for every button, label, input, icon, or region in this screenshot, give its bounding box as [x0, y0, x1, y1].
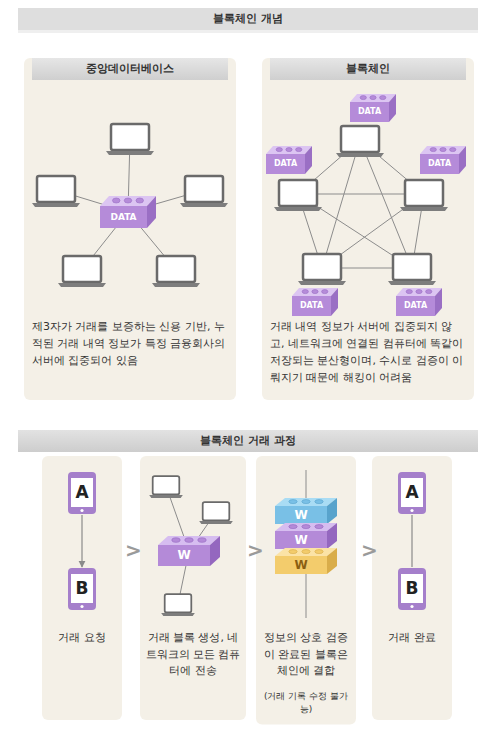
concept-panel: 중앙데이터베이스제3자가 거래를 보증하는 신용 기반, 누적된 거래 내역 정… — [24, 58, 236, 400]
step-caption: 거래 요청 — [42, 630, 122, 647]
panel-ground — [256, 456, 356, 725]
laptop-icon — [199, 502, 233, 524]
title: 블록체인 개념 — [18, 8, 478, 30]
panel-heading: 블록체인 — [270, 58, 466, 80]
step-panel: 거래 블록 생성, 네트워크의 모든 컴퓨터에 전송 W — [140, 456, 246, 720]
brick-label: W — [158, 545, 210, 566]
cube-label: DATA — [100, 206, 147, 228]
data-block: DATA — [420, 146, 466, 174]
brick-label: W — [275, 531, 327, 549]
laptop-icon — [161, 594, 195, 616]
panel-grounds — [24, 58, 474, 725]
laptop-icon — [58, 256, 106, 287]
title-bar — [18, 8, 478, 30]
panel-heading: 중앙데이터베이스 — [32, 58, 228, 80]
step-caption: 정보의 상호 검증이 완료된 블록은 체인에 결합 — [256, 630, 356, 680]
phone-box: A — [68, 472, 96, 514]
band-label: 블록체인 거래 과정 — [18, 430, 478, 452]
panel-body: 제3자가 거래를 보증하는 신용 기반, 누적된 거래 내역 정보가 특정 금융… — [32, 318, 228, 369]
phone-box: B — [398, 568, 426, 610]
step-caption: 거래 블록 생성, 네트워크의 모든 컴퓨터에 전송 — [140, 630, 246, 680]
step-chevron: > — [125, 538, 142, 562]
step-panel: 정보의 상호 검증이 완료된 블록은 체인에 결합 (거래 기록 수정 불가능) W… — [256, 456, 356, 725]
phone-label: A — [398, 478, 426, 507]
section-band: 블록체인 거래 과정 — [18, 430, 478, 452]
laptop-icon — [388, 254, 436, 285]
panel-ground — [24, 58, 236, 400]
brick-label: W — [275, 556, 327, 574]
laptop-icon — [400, 180, 448, 211]
step-note: (거래 기록 수정 불가능) — [256, 690, 356, 717]
laptop-icon — [106, 124, 154, 155]
panel-ground — [42, 456, 122, 720]
cube-label: DATA — [350, 102, 389, 122]
data-block: DATA — [100, 196, 156, 228]
data-block: DATA — [266, 146, 312, 174]
block-box: W — [275, 498, 337, 524]
cube-label: DATA — [396, 296, 435, 316]
data-block: DATA — [350, 94, 396, 122]
phone-box: B — [68, 568, 96, 610]
network-wire — [322, 140, 360, 268]
cube-label: DATA — [420, 154, 459, 174]
laptop-icon — [180, 176, 228, 207]
phone-label: B — [68, 574, 96, 603]
step-chevron: > — [247, 538, 264, 562]
step-panel: 거래 완료 A B — [372, 456, 452, 720]
step-chevron: > — [361, 538, 378, 562]
panel-ground — [262, 58, 474, 400]
laptop-icon — [298, 254, 346, 285]
block-box: W — [275, 548, 337, 574]
panel-body: 거래 내역 정보가 서버에 집중되지 않고, 네트워크에 연결된 컴퓨터에 똑같… — [270, 318, 466, 386]
network-illustration — [32, 124, 448, 618]
panel-ground — [372, 456, 452, 720]
concept-panel: 블록체인거래 내역 정보가 서버에 집중되지 않고, 네트워크에 연결된 컴퓨터… — [262, 58, 474, 400]
laptop-icon — [149, 476, 183, 498]
cube-label: DATA — [292, 296, 331, 316]
laptop-icon — [152, 256, 200, 287]
data-block: DATA — [292, 288, 338, 316]
step-panel: 거래 요청 A B — [42, 456, 122, 720]
cube-label: DATA — [266, 154, 305, 174]
flow-connector — [411, 515, 412, 567]
step-caption: 거래 완료 — [372, 630, 452, 647]
block-box: W — [275, 523, 337, 549]
panel-ground — [140, 456, 246, 720]
flow-connector — [81, 515, 82, 567]
laptop-icon — [336, 126, 384, 157]
data-block: DATA — [396, 288, 442, 316]
block-box: W — [158, 536, 220, 566]
laptop-icon — [274, 180, 322, 211]
phone-box: A — [398, 472, 426, 514]
title-bar-edge — [18, 30, 478, 33]
laptop-icon — [32, 176, 80, 207]
phone-label: A — [68, 478, 96, 507]
brick-label: W — [275, 506, 327, 524]
phone-label: B — [398, 574, 426, 603]
